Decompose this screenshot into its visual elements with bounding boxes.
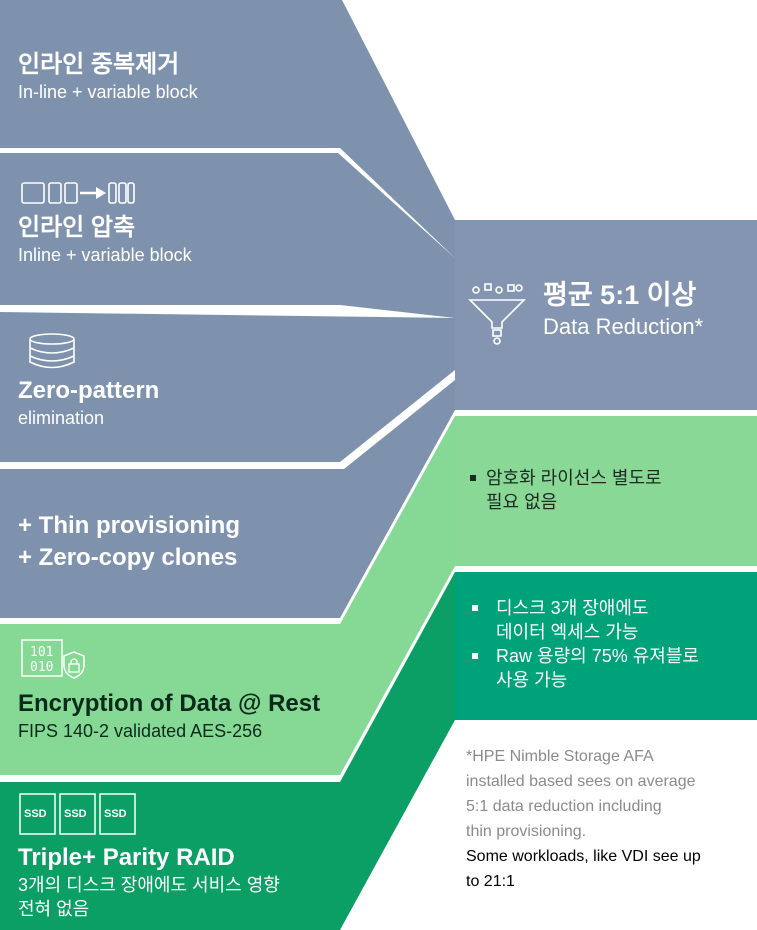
funnel-icon: [468, 283, 526, 345]
list-item: 디스크 3개 장애에도 데이터 엑세스 가능: [466, 596, 699, 644]
binary-101: 101: [30, 645, 53, 660]
zero-pattern-subtitle: elimination: [18, 408, 105, 428]
raid-block: Triple+ Parity RAID 3개의 디스크 장애에도 서비스 영향 …: [18, 843, 280, 921]
encryption-benefit-list: 암호화 라이선스 별도로 필요 없음: [466, 466, 662, 514]
panel-thin-provisioning: [0, 380, 455, 618]
encryption-benefit-block: [455, 416, 757, 566]
list-item: Raw 용량의 75% 유져블로 사용 가능: [466, 644, 699, 692]
compression-subtitle: Inline + variable block: [18, 245, 192, 265]
summary-block: [455, 220, 757, 410]
ssd-label-2: SSD: [64, 808, 87, 820]
footnote-line: 5:1 data reduction including: [466, 798, 662, 815]
footnote-line: *HPE Nimble Storage AFA: [466, 748, 654, 765]
zero-copy-clones-line: + Zero-copy clones: [18, 544, 238, 571]
list-item: 암호화 라이선스 별도로 필요 없음: [466, 466, 662, 514]
encryption-block: Encryption of Data @ Rest FIPS 140-2 val…: [18, 689, 320, 743]
footnote-line: thin provisioning.: [466, 823, 587, 840]
zero-pattern-block: Zero-pattern elimination: [18, 376, 159, 430]
database-icon: [29, 333, 75, 369]
summary-subtitle: Data Reduction*: [543, 314, 704, 339]
footnote-line: to 21:1: [466, 873, 515, 890]
thin-provisioning-block: + Thin provisioning + Zero-copy clones: [18, 510, 240, 574]
thin-provisioning-line: + Thin provisioning: [18, 512, 240, 539]
panel-encryption: [0, 416, 455, 775]
raid-benefit-block: [455, 572, 757, 720]
panel-raid: [0, 572, 455, 930]
binary-010: 010: [30, 660, 53, 675]
encryption-title: Encryption of Data @ Rest: [18, 690, 321, 717]
ssd-label-3: SSD: [104, 808, 127, 820]
dedup-subtitle: In-line + variable block: [18, 82, 198, 102]
footnote: *HPE Nimble Storage AFA installed based …: [466, 744, 751, 894]
ssd-icon: SSD SSD SSD: [19, 793, 136, 835]
footnote-line: installed based sees on average: [466, 773, 696, 790]
summary-text: 평균 5:1 이상 Data Reduction*: [543, 278, 703, 342]
panel-dedup: [0, 0, 455, 258]
summary-title: 평균 5:1 이상: [543, 280, 697, 310]
encryption-subtitle: FIPS 140-2 validated AES-256: [18, 721, 263, 741]
compression-block: 인라인 압축 Inline + variable block: [18, 213, 192, 267]
compression-blocks-icon: [21, 182, 135, 204]
raid-subtitle-line-2: 전혀 없음: [18, 899, 90, 919]
footnote-line: Some workloads, like VDI see up: [466, 848, 701, 865]
encrypted-binary-icon: 101 010: [21, 639, 85, 679]
panel-compression: [0, 153, 455, 318]
raid-title: Triple+ Parity RAID: [18, 844, 235, 871]
zero-pattern-title: Zero-pattern: [18, 377, 160, 404]
panel-zero-pattern: [0, 312, 455, 462]
dedup-block: 인라인 중복제거 In-line + variable block: [18, 50, 198, 104]
compression-title: 인라인 압축: [18, 214, 136, 241]
ssd-label-1: SSD: [24, 808, 47, 820]
raid-subtitle-line-1: 3개의 디스크 장애에도 서비스 영향: [18, 875, 280, 895]
dedup-title: 인라인 중복제거: [18, 51, 180, 78]
raid-benefit-list: 디스크 3개 장애에도 데이터 엑세스 가능 Raw 용량의 75% 유져블로 …: [466, 596, 699, 692]
